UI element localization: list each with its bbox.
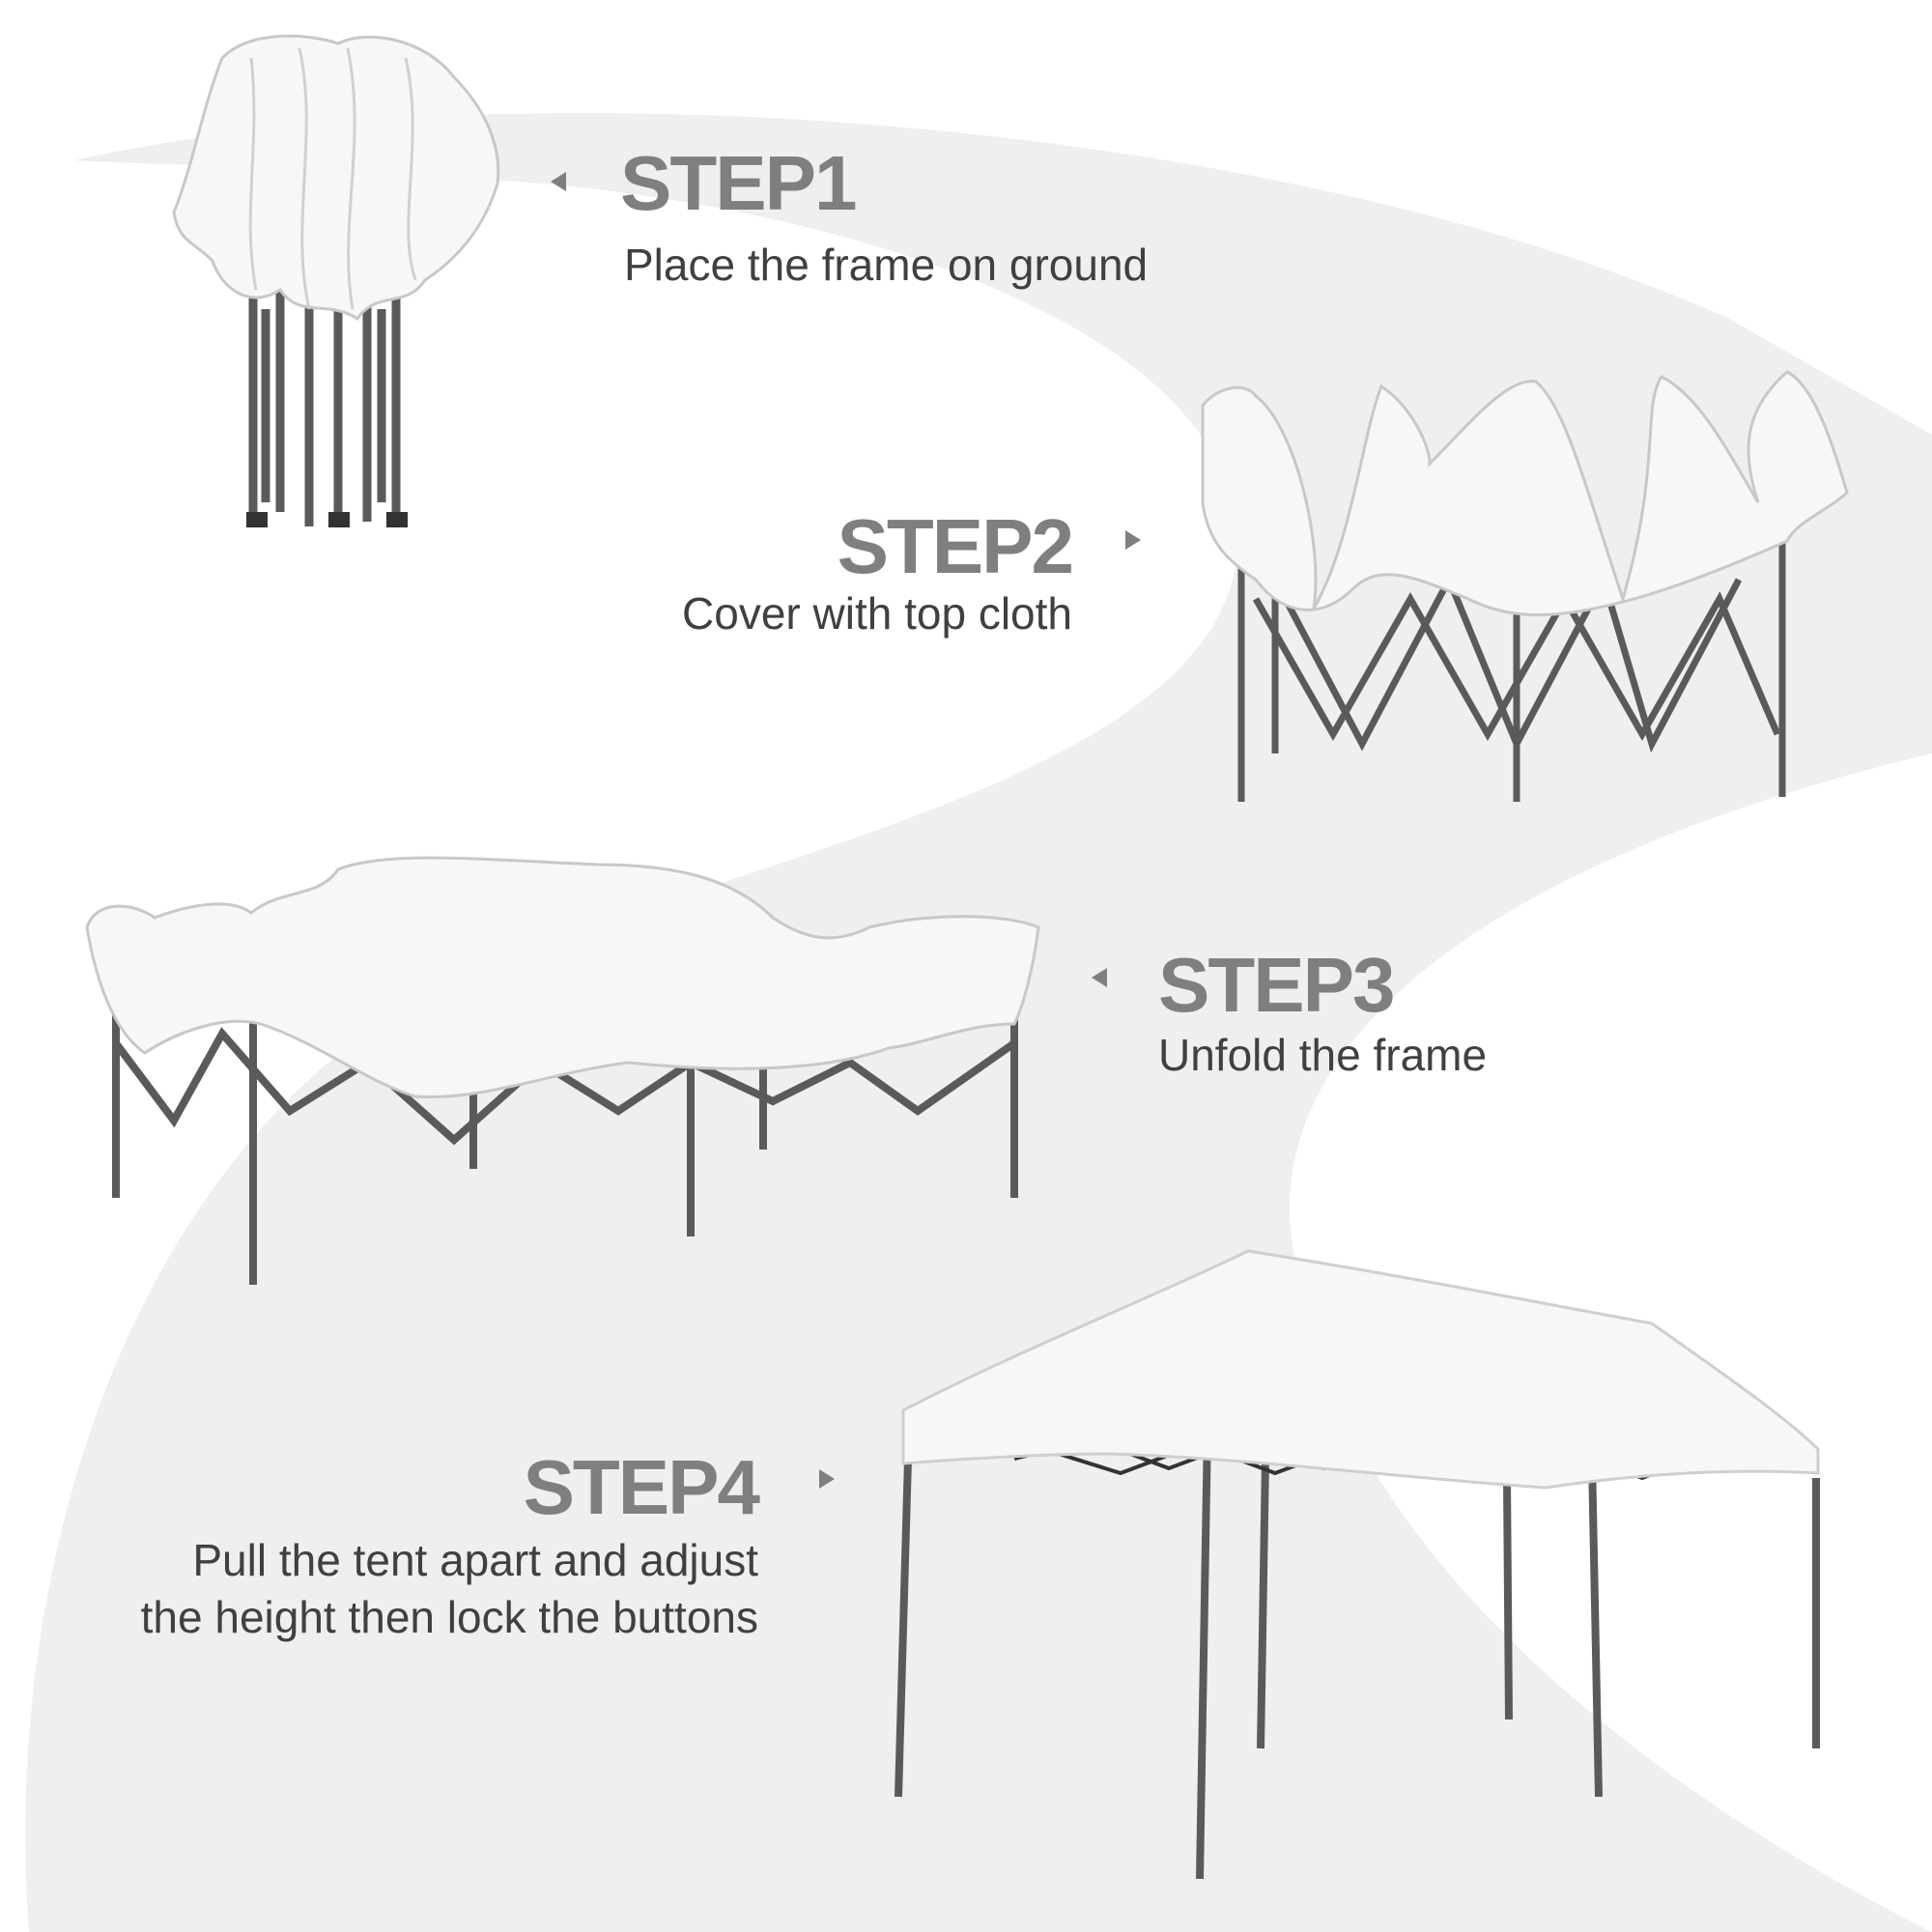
left-arrow-icon <box>1092 968 1107 987</box>
step1-text: Place the frame on ground <box>624 240 1149 290</box>
half-unfolded-tent-image <box>1201 370 1849 802</box>
step3-title: STEP3 <box>1158 942 1395 1028</box>
step1-title: STEP1 <box>620 140 857 226</box>
step4-text-line2: the height then lock the buttons <box>140 1592 758 1642</box>
step4-title: STEP4 <box>523 1444 760 1530</box>
step4-text-line1: Pull the tent apart and adjust <box>192 1535 758 1585</box>
unfolded-frame-image <box>85 856 1040 1285</box>
left-arrow-icon <box>551 172 566 191</box>
step2-text: Cover with top cloth <box>682 588 1072 639</box>
finished-tent-image <box>895 1249 1820 1880</box>
right-arrow-icon <box>819 1469 835 1489</box>
step3-text: Unfold the frame <box>1158 1030 1488 1080</box>
step2-title: STEP2 <box>837 503 1074 589</box>
right-arrow-icon <box>1125 530 1141 550</box>
folded-tent-image <box>172 34 500 527</box>
